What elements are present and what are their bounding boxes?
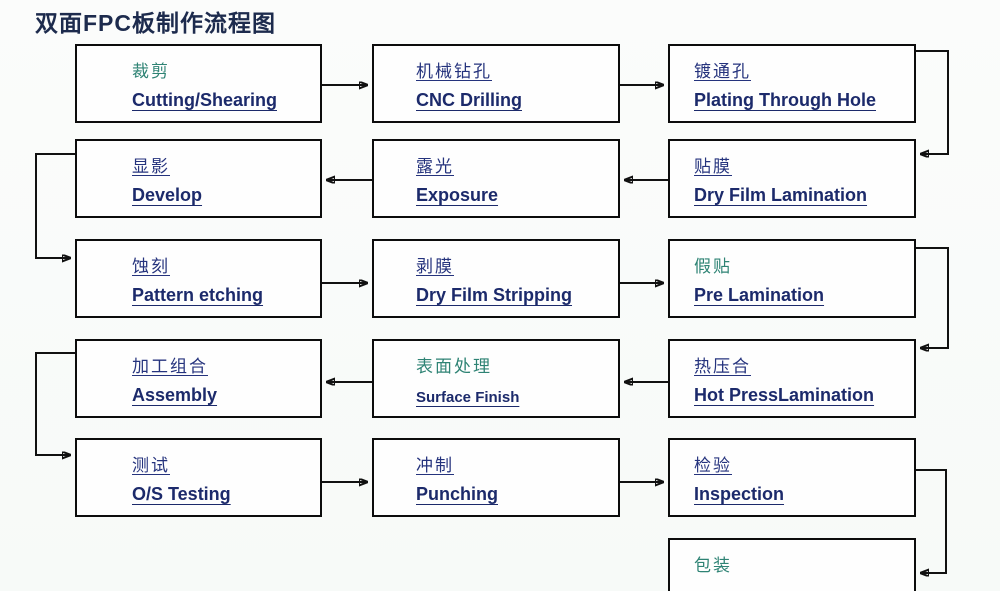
- box-label-zh: 镀通孔: [694, 62, 751, 81]
- box-label-en: Surface Finish: [416, 389, 520, 406]
- box-label-en: Plating Through Hole: [694, 90, 876, 110]
- flow-box-dry-film-strip: 剥膜 Dry Film Stripping: [372, 239, 620, 318]
- box-label-zh: 冲制: [416, 456, 454, 475]
- connector-inspection-to-packing: [916, 469, 947, 573]
- box-label-en: Pattern etching: [132, 285, 264, 305]
- box-label-en: Pre Lamination: [694, 285, 825, 305]
- flow-box-punching: 冲制 Punching: [372, 438, 620, 517]
- box-label-zh: 裁剪: [132, 62, 170, 81]
- flow-box-os-testing: 测试 O/S Testing: [75, 438, 322, 517]
- connector-develop-to-etching: [35, 153, 75, 258]
- box-label-en: Punching: [416, 484, 498, 504]
- box-label-zh: 热压合: [694, 357, 751, 376]
- flow-box-plating: 镀通孔 Plating Through Hole: [668, 44, 916, 123]
- flow-box-inspection: 检验 Inspection: [668, 438, 916, 517]
- box-label-en: Develop: [132, 185, 203, 205]
- box-label-zh: 加工组合: [132, 357, 208, 376]
- box-label-en: Dry Film Lamination: [694, 185, 868, 205]
- box-label-en: Cutting/Shearing: [132, 90, 277, 110]
- page-title: 双面FPC板制作流程图: [35, 10, 276, 36]
- flow-box-cutting: 裁剪 Cutting/Shearing: [75, 44, 322, 123]
- box-label-en: Assembly: [132, 385, 218, 405]
- flow-box-packing: 包装: [668, 538, 916, 591]
- flow-box-exposure: 露光 Exposure: [372, 139, 620, 218]
- box-label-en: Inspection: [694, 484, 785, 504]
- box-label-zh: 显影: [132, 157, 170, 176]
- box-label-en: O/S Testing: [132, 484, 231, 504]
- flow-box-hot-press: 热压合 Hot PressLamination: [668, 339, 916, 418]
- box-label-en: Exposure: [416, 185, 499, 205]
- connector-prelam-to-hotpress: [916, 247, 949, 348]
- flow-box-surface-finish: 表面处理 Surface Finish: [372, 339, 620, 418]
- box-label-zh: 假贴: [694, 257, 732, 276]
- flow-box-assembly: 加工组合 Assembly: [75, 339, 322, 418]
- flow-box-pre-lamination: 假贴 Pre Lamination: [668, 239, 916, 318]
- flow-box-develop: 显影 Develop: [75, 139, 322, 218]
- flow-box-etching: 蚀刻 Pattern etching: [75, 239, 322, 318]
- box-label-zh: 剥膜: [416, 257, 454, 276]
- box-label-zh: 露光: [416, 157, 454, 176]
- box-label-en: Hot PressLamination: [694, 385, 875, 405]
- box-label-en: Dry Film Stripping: [416, 285, 573, 305]
- box-label-zh: 蚀刻: [132, 257, 170, 276]
- box-label-zh: 机械钻孔: [416, 62, 492, 81]
- flow-box-dry-film-lam: 贴膜 Dry Film Lamination: [668, 139, 916, 218]
- connector-plating-to-dryfilmlam: [916, 50, 949, 154]
- box-label-zh: 贴膜: [694, 157, 732, 176]
- box-label-en: CNC Drilling: [416, 90, 522, 110]
- box-label-zh: 测试: [132, 456, 170, 475]
- box-label-zh: 检验: [694, 456, 732, 475]
- box-label-zh: 包装: [694, 556, 732, 575]
- box-label-zh: 表面处理: [416, 357, 492, 376]
- connector-assembly-to-testing: [35, 352, 75, 455]
- flow-box-cnc-drilling: 机械钻孔 CNC Drilling: [372, 44, 620, 123]
